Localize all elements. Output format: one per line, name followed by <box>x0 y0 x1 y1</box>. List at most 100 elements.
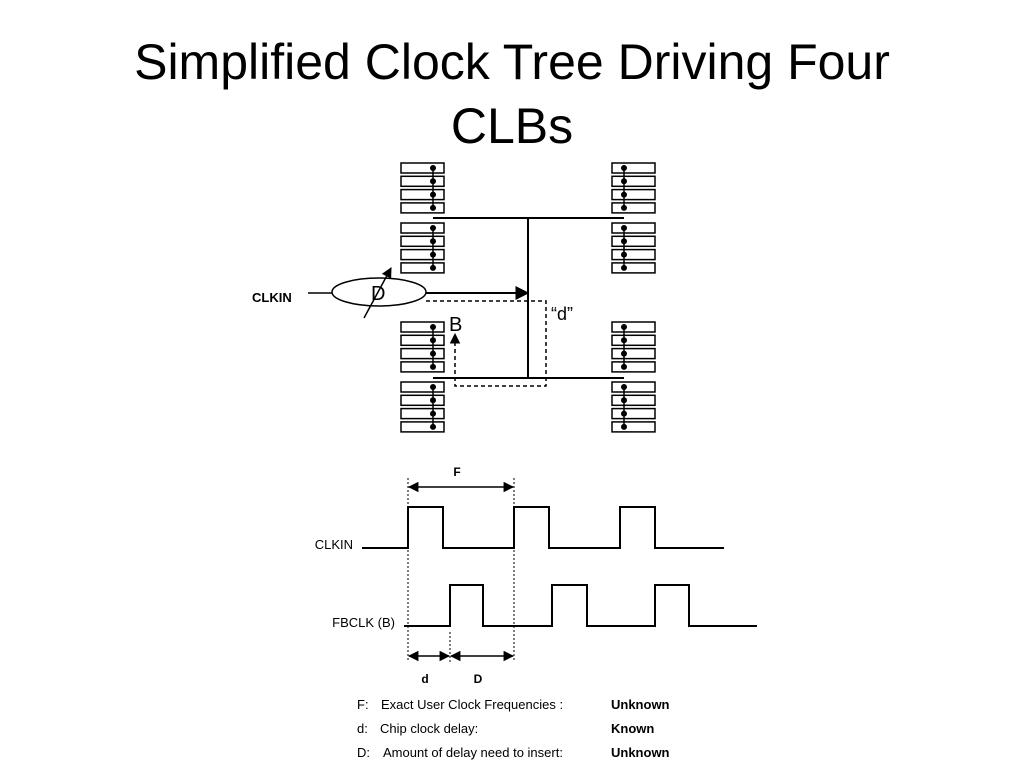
clb-cell <box>611 421 656 433</box>
clb-clock-tap <box>621 264 627 271</box>
clb-cell <box>611 381 656 393</box>
clb-clock-tap <box>430 225 436 231</box>
clb-cell <box>611 262 656 274</box>
clb-clock-tap <box>430 165 436 171</box>
clkin-waveform-label: CLKIN <box>315 537 353 552</box>
clb-clock-tap <box>621 251 627 258</box>
clb-cell <box>400 321 445 333</box>
legend-status: Unknown <box>611 697 670 712</box>
clb-clock-tap <box>430 191 436 198</box>
clb-cell <box>611 361 656 373</box>
clb-clock-tap <box>621 350 627 357</box>
timing-diagram: F CLKIN FBCLK (B) d D <box>315 465 757 686</box>
clb-clock-tap <box>430 384 436 390</box>
chip-delay-label: “d” <box>551 304 573 324</box>
legend-key: D: <box>357 745 370 760</box>
feedback-path <box>426 300 547 387</box>
fbclk-waveform-label: FBCLK (B) <box>332 615 395 630</box>
clb-clock-tap <box>430 251 436 258</box>
legend-key: d: <box>357 721 368 736</box>
legend-key: F: <box>357 697 369 712</box>
clb-cell <box>611 394 656 407</box>
period-label: F <box>453 465 460 479</box>
clb-clock-tap <box>621 397 627 404</box>
clb-cell <box>400 421 445 433</box>
clb-bottom-left <box>400 321 445 433</box>
clb-cell <box>400 235 445 248</box>
delay-element-label: D <box>371 283 385 305</box>
clb-cell <box>400 175 445 188</box>
clb-clock-tap <box>621 238 627 245</box>
clb-clock-tap <box>430 337 436 344</box>
clb-cell <box>611 188 656 201</box>
clb-cell <box>611 347 656 360</box>
fbclk-waveform <box>404 584 757 627</box>
timing-guides <box>407 478 515 662</box>
clb-clock-tap <box>430 264 436 271</box>
clb-bottom-right <box>611 321 656 433</box>
legend-row: d: Chip clock delay: Known <box>357 721 697 739</box>
legend-status: Unknown <box>611 745 670 760</box>
clb-clock-tap <box>621 225 627 231</box>
clb-clock-tap <box>621 204 627 211</box>
clb-cell <box>611 321 656 333</box>
clb-clock-tap <box>430 324 436 330</box>
clb-clock-tap <box>621 165 627 171</box>
clb-cell <box>400 334 445 347</box>
clb-cell <box>400 262 445 274</box>
insert-delay-timing-label: D <box>474 672 483 686</box>
clb-cell <box>400 394 445 407</box>
legend-row: D: Amount of delay need to insert: Unkno… <box>357 745 697 763</box>
clb-cell <box>400 222 445 234</box>
clb-cell <box>400 407 445 420</box>
clb-clock-tap <box>621 337 627 344</box>
slide-title: Simplified Clock Tree Driving Four CLBs <box>0 30 1024 158</box>
clb-cell <box>400 381 445 393</box>
clb-clock-tap <box>430 178 436 185</box>
clb-clock-tap <box>621 423 627 430</box>
clb-clock-tap <box>430 423 436 430</box>
clb-blocks <box>400 162 656 433</box>
clb-cell <box>400 202 445 214</box>
clb-clock-tap <box>621 324 627 330</box>
clb-cell <box>400 188 445 201</box>
title-line-1: Simplified Clock Tree Driving Four <box>134 34 890 90</box>
clb-cell <box>611 222 656 234</box>
clb-cell <box>611 202 656 214</box>
legend-description: Amount of delay need to insert: <box>383 745 563 760</box>
clb-clock-tap <box>430 350 436 357</box>
clb-clock-tap <box>621 191 627 198</box>
clb-cell <box>400 248 445 261</box>
clb-clock-tap <box>430 363 436 370</box>
legend-status: Known <box>611 721 655 736</box>
legend-description: Chip clock delay: <box>380 721 479 736</box>
clb-clock-tap <box>621 384 627 390</box>
clock-tree-wires <box>433 217 624 379</box>
clb-cell <box>611 175 656 188</box>
clb-cell <box>611 235 656 248</box>
clkin-label: CLKIN <box>252 290 292 305</box>
legend-description: Exact User Clock Frequencies : <box>381 697 564 712</box>
clkin-waveform <box>362 506 724 549</box>
title-line-2: CLBs <box>450 98 574 154</box>
clb-top-right <box>611 162 656 274</box>
legend-row: F: Exact User Clock Frequencies : Unknow… <box>357 697 697 715</box>
clb-clock-tap <box>621 410 627 417</box>
feedback-point-label: B <box>449 314 462 336</box>
clb-cell <box>611 248 656 261</box>
variable-delay-arrow <box>363 267 392 319</box>
clb-cell <box>400 347 445 360</box>
clb-clock-tap <box>621 363 627 370</box>
chip-delay-timing-label: d <box>421 672 428 686</box>
clb-cell <box>611 334 656 347</box>
clb-cell <box>611 407 656 420</box>
clb-cell <box>611 162 656 174</box>
clb-clock-tap <box>430 204 436 211</box>
clb-top-left <box>400 162 445 274</box>
clb-cell <box>400 361 445 373</box>
clb-clock-tap <box>621 178 627 185</box>
clb-cell <box>400 162 445 174</box>
clb-clock-tap <box>430 397 436 404</box>
